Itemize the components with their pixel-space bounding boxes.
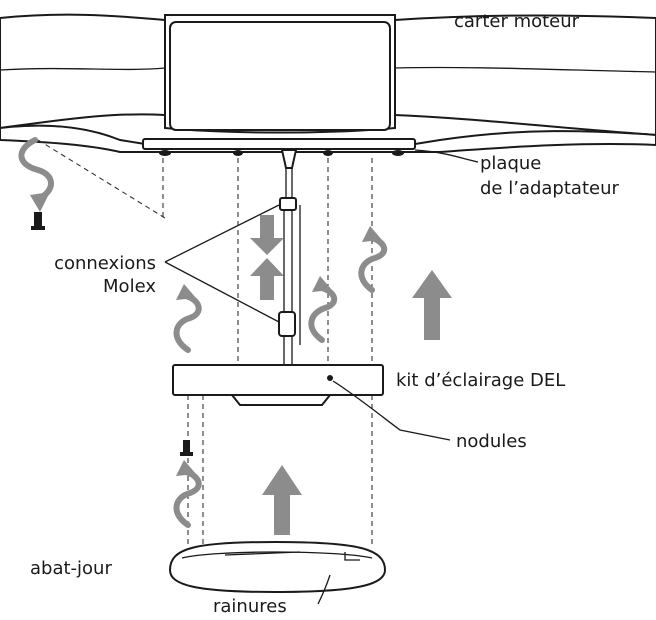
alignment-guides bbox=[37, 139, 373, 548]
label-adapter-plate-line1: plaque bbox=[480, 153, 541, 174]
molex-connector-upper bbox=[279, 197, 297, 211]
label-shade: abat-jour bbox=[30, 558, 112, 579]
rotation-arrow-right bbox=[358, 226, 388, 293]
screw-top bbox=[31, 212, 45, 230]
label-led-kit: kit d’éclairage DEL bbox=[396, 370, 565, 391]
motor-housing bbox=[0, 13, 656, 153]
molex-connector-lower bbox=[278, 311, 296, 337]
wire-harness bbox=[164, 149, 301, 365]
screw-bottom bbox=[180, 440, 193, 456]
label-nodules: nodules bbox=[456, 431, 527, 452]
label-adapter-plate-line2: de l’adaptateur bbox=[480, 178, 619, 199]
nodule bbox=[327, 375, 333, 381]
rotation-arrow-top-left bbox=[18, 137, 54, 212]
light-shade bbox=[168, 540, 387, 605]
label-grooves: rainures bbox=[213, 596, 287, 617]
label-motor-housing: carter moteur bbox=[454, 11, 580, 32]
rotation-arrows bbox=[18, 137, 388, 528]
arrow-up-medium bbox=[412, 270, 452, 340]
led-kit bbox=[172, 364, 451, 441]
arrow-down bbox=[250, 215, 284, 255]
label-molex-line1: connexions bbox=[54, 253, 156, 274]
labels: carter moteur plaque de l’adaptateur con… bbox=[30, 11, 619, 617]
adapter-plate bbox=[142, 138, 479, 163]
straight-arrows bbox=[250, 215, 452, 535]
arrow-up-large bbox=[262, 465, 302, 535]
arrow-up-small bbox=[250, 258, 284, 300]
rotation-arrow-center bbox=[308, 276, 338, 343]
label-molex-line2: Molex bbox=[103, 276, 156, 297]
rotation-arrow-left bbox=[173, 284, 202, 353]
rotation-arrow-bottom-left bbox=[173, 460, 202, 528]
